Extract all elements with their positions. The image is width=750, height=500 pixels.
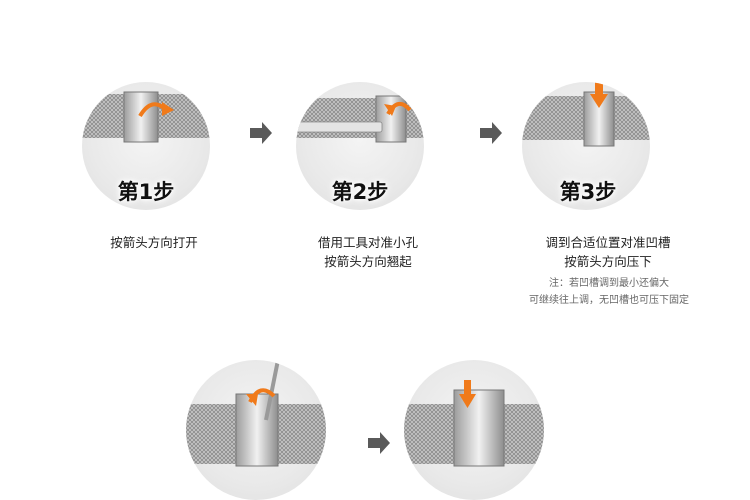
next-arrow-icon: [480, 122, 502, 144]
step-1-image: [82, 82, 210, 210]
step-5-image: [404, 360, 544, 500]
step-2-caption-line-1: 借用工具对准小孔: [317, 235, 418, 250]
step-3-note-line-1: 注：若凹槽调到最小还偏大: [549, 278, 669, 289]
step-2-title: 第2步: [331, 180, 389, 204]
step-3-title: 第3步: [559, 180, 617, 204]
step-4-image: [186, 360, 326, 500]
step-3-note-line-2: 可继续往上调，无凹槽也可压下固定: [529, 295, 689, 306]
step-3-image: [522, 82, 650, 210]
step-3-caption-line-2: 按箭头方向压下: [564, 254, 652, 269]
step-2-caption-line-2: 按箭头方向翘起: [324, 254, 412, 269]
step-1-caption-line-1: 按箭头方向打开: [110, 235, 198, 250]
step-3-caption-line-1: 调到合适位置对准凹槽: [545, 235, 671, 250]
step-2-image: [296, 82, 424, 210]
next-arrow-icon: [250, 122, 272, 144]
next-arrow-icon: [368, 432, 390, 454]
step-1-title: 第1步: [117, 180, 175, 204]
